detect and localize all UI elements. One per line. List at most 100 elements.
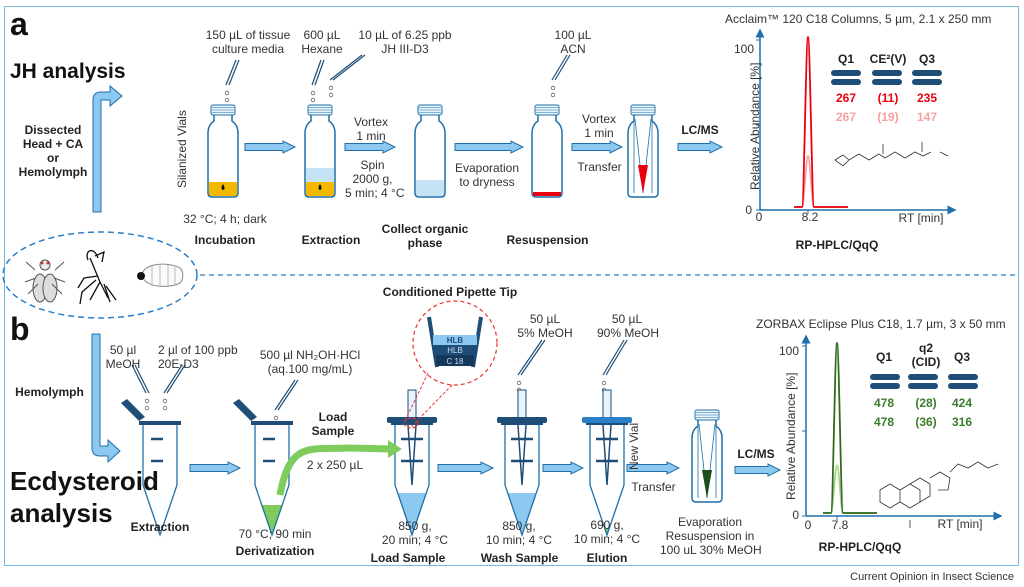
arrow-a-1: [244, 140, 297, 154]
chart-b-quad-bar-1-top: [908, 374, 938, 380]
vial-organic-phase: [414, 104, 446, 198]
chart-a-xlabel: RT [min]: [898, 211, 944, 225]
lcms-a: LC/MS: [681, 123, 719, 137]
reagent-nh2oh: 500 µl NH₂OH·HCl(aq.100 mg/mL): [259, 348, 361, 376]
chart-b-header-q2: q2 (CID): [911, 341, 941, 369]
chart-a-header-q3: Q3: [918, 52, 935, 66]
step-wash-sample: Wash Sample: [480, 551, 559, 565]
chart-b-header-q3: Q3: [953, 350, 970, 364]
pipette-tip-title: Conditioned Pipette Tip: [382, 285, 518, 299]
tube-wash-sample: [497, 389, 547, 538]
chart-a-quad-bar-1-bot: [872, 79, 902, 85]
vial-resuspension: [531, 104, 563, 198]
panel-a-letter: a: [10, 6, 28, 42]
journal-footer: Current Opinion in Insect Science: [850, 571, 1014, 583]
pipette-wash: [516, 339, 546, 393]
new-vial-label: New Vial: [627, 422, 641, 470]
mosquito-icon: [77, 250, 117, 305]
arrow-b-1: [189, 461, 242, 475]
pipette-tissue-media: [224, 59, 240, 103]
chart-a-row2-ce: (19): [877, 110, 899, 124]
chart-a-structure: [834, 142, 949, 167]
chart-a-ytick-100: 100: [733, 42, 754, 56]
arrow-a-2: [344, 140, 397, 154]
step-extraction-b: Extraction: [130, 520, 190, 534]
ecdysteroid-sample-arrow: [91, 333, 121, 464]
arrow-a-lcms: [677, 140, 724, 154]
step-elution: Elution: [586, 551, 628, 565]
pipette-hexane: [310, 59, 325, 103]
chart-b-title: ZORBAX Eclipse Plus C18, 1.7 µm, 3 x 50 …: [756, 317, 1006, 331]
arrow-a-3: [454, 140, 525, 154]
fly-icon: [24, 259, 66, 303]
chart-a-ylabel: Relative Abundance [%]: [748, 62, 762, 190]
chart-b-quad-bar-0-bot: [870, 383, 900, 389]
jh-sample-arrow: [92, 84, 123, 213]
pipette-layer-3: C 18: [446, 357, 464, 366]
chart-b-row2-cid: (36): [915, 415, 937, 429]
pipette-tip-cross-section: [427, 316, 483, 368]
tube-load-sample: [387, 389, 437, 538]
pipette-elution: [601, 339, 628, 393]
chart-b-row1-q3: 424: [951, 396, 973, 410]
chart-a-xtick-0: 0: [755, 210, 763, 224]
chart-b-ytick-0: 0: [792, 508, 799, 522]
tube-elution: [582, 389, 632, 538]
chart-a-subtitle: RP-HPLC/QqQ: [795, 238, 879, 252]
pipette-layer-1: HLB: [446, 336, 464, 345]
ecdysteroid-title-line2: analysis: [10, 498, 113, 528]
chart-a-row1-ce: (11): [877, 91, 899, 105]
chart-a-ytick-0: 0: [745, 203, 752, 217]
chart-a-quad-bar-2-top: [912, 70, 942, 76]
panel-b-letter: b: [10, 311, 30, 347]
chart-b-header-q1: Q1: [875, 350, 892, 364]
arrow-b-2: [437, 461, 495, 475]
pipette-20e-d3: [162, 364, 186, 411]
chart-b-row1-cid: (28): [915, 396, 937, 410]
chart-b-xlabel: RT [min]: [937, 517, 983, 531]
chart-a-row2-q1: 267: [835, 110, 857, 124]
transfer-a: Transfer: [577, 160, 622, 174]
organisms-ellipse: [2, 231, 198, 319]
chart-a-row1-q3: 235: [916, 91, 938, 105]
vial-final-b: [691, 409, 723, 503]
chart-b-row2-q3: 316: [951, 415, 973, 429]
vial-extraction: [304, 104, 336, 198]
chart-a-series-1: [794, 36, 848, 208]
elution-conditions: 690 g,10 min; 4 °C: [573, 518, 641, 546]
pipette-layer-2: HLB: [447, 346, 463, 355]
step-resuspension: Resuspension: [506, 233, 589, 247]
chart-a-xtick-1: 8.2: [801, 210, 819, 224]
lcms-b: LC/MS: [737, 447, 775, 461]
ecdysteroid-sample-source: Hemolymph: [15, 385, 84, 399]
pipette-meoh: [131, 364, 150, 411]
chart-b-subtitle: RP-HPLC/QqQ: [818, 540, 902, 554]
load-volume: 2 x 250 µL: [306, 458, 364, 472]
pipette-nh2oh: [273, 379, 299, 421]
chart-b-quad-bar-2-bot: [948, 383, 978, 389]
chart-a-row2-q3: 147: [916, 110, 938, 124]
arrow-b-3: [542, 461, 585, 475]
chart-b-ytick-100: 100: [778, 344, 799, 358]
transfer-b: Transfer: [631, 480, 676, 494]
chart-b-ylabel: Relative Abundance [%]: [784, 372, 798, 500]
chart-b-series-0: [823, 464, 877, 514]
step-load-sample: Load Sample: [370, 551, 446, 565]
chart-b-xtick-0: 0: [804, 518, 812, 532]
chart-a-title: Acclaim™ 120 C18 Columns, 5 µm, 2.1 x 25…: [725, 12, 992, 26]
arrow-a-4: [571, 140, 624, 154]
